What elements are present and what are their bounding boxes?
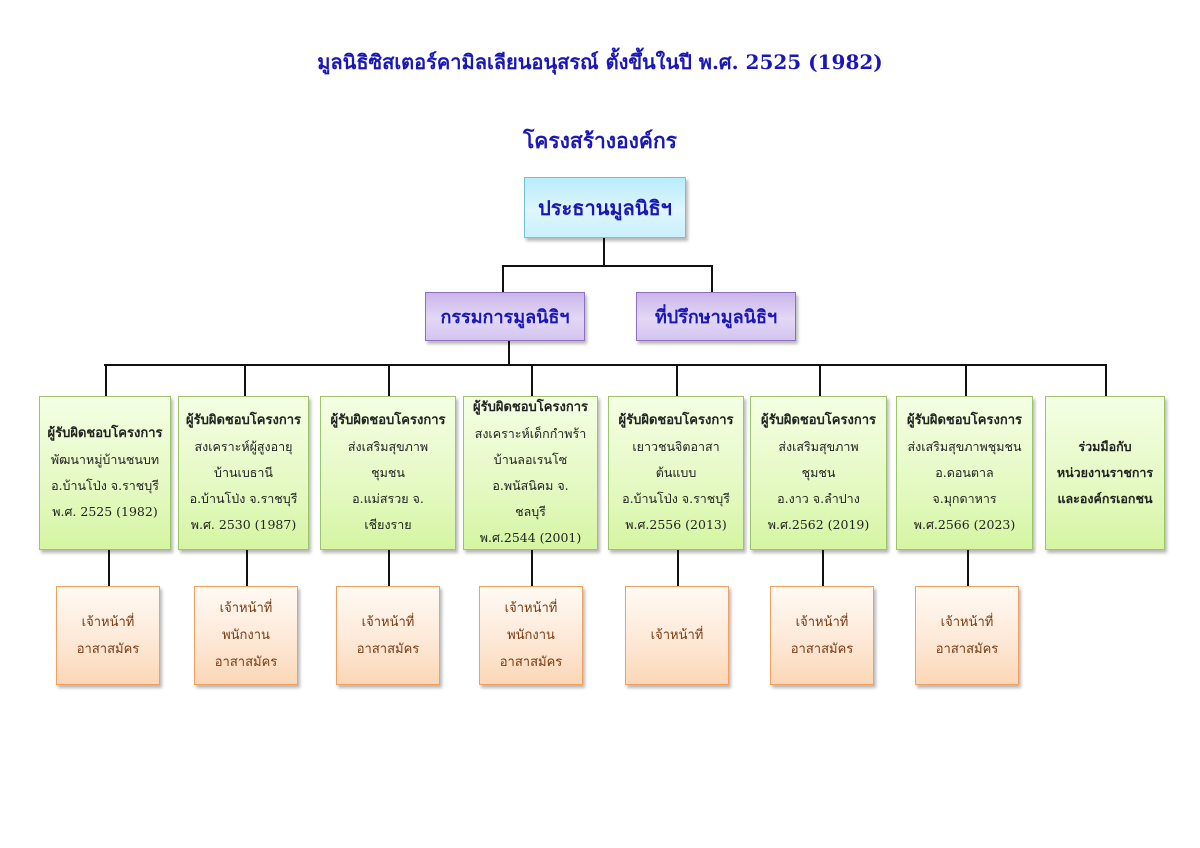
project-line: ต้นแบบ (655, 465, 697, 480)
project-line: และองค์กรเอกชน (1057, 491, 1153, 506)
project-line: ร่วมมือกับ (1078, 439, 1132, 454)
project-line: อ.บ้านโป่ง จ.ราชบุรี (622, 491, 730, 506)
project-line: พ.ศ. 2525 (1982) (52, 504, 158, 519)
staff-line: อาสาสมัคร (499, 655, 563, 670)
connector-staff (967, 550, 969, 586)
project-line: อ.แม่สรวย จ. (352, 491, 424, 506)
staff-box: เจ้าหน้าที่อาสาสมัคร (56, 586, 160, 685)
project-head: ผู้รับผิดชอบโครงการ (186, 413, 301, 428)
project-box: ผู้รับผิดชอบโครงการเยาวชนจิตอาสาต้นแบบอ.… (608, 396, 744, 550)
connector-staff (388, 550, 390, 586)
project-line: อ.ดอนตาล (935, 465, 994, 480)
staff-line: เจ้าหน้าที่ (650, 628, 704, 643)
project-line: ส่งเสริมสุขภาพ (778, 439, 859, 454)
project-box: ผู้รับผิดชอบโครงการส่งเสริมสุขภาพชุมชนอ.… (750, 396, 887, 550)
connector-staff (677, 550, 679, 586)
project-box: ผู้รับผิดชอบโครงการสงเคราะห์ผู้สูงอายุบ้… (178, 396, 309, 550)
connector-project-up (531, 364, 533, 396)
staff-box: เจ้าหน้าที่พนักงานอาสาสมัคร (479, 586, 583, 685)
project-line: บ้านลอเรนโซ (493, 452, 568, 467)
project-line: ส่งเสริมสุขภาพ (347, 439, 429, 454)
connector-staff (822, 550, 824, 586)
project-line: เชียงราย (364, 517, 412, 532)
project-line: พัฒนาหมู่บ้านชนบท (50, 452, 160, 467)
project-line: เยาวชนจิตอาสา (632, 439, 720, 454)
project-line: อ.บ้านโป่ง จ.ราชบุรี (189, 491, 298, 506)
staff-line: พนักงาน (222, 628, 270, 643)
staff-line: อาสาสมัคร (790, 641, 854, 657)
connector-top-horizontal (502, 265, 713, 267)
board-label: กรรมการมูลนิธิฯ (440, 307, 570, 328)
staff-line: พนักงาน (507, 628, 555, 643)
connector-project-up (388, 364, 390, 396)
project-head: ผู้รับผิดชอบโครงการ (761, 413, 876, 428)
project-line: พ.ศ.2544 (2001) (479, 530, 582, 545)
project-line: สงเคราะห์ผู้สูงอายุ (194, 439, 293, 454)
project-line: ชลบุรี (515, 504, 546, 519)
project-line: อ.บ้านโป่ง จ.ราชบุรี (51, 478, 159, 493)
project-line: สงเคราะห์เด็กกำพร้า (474, 426, 587, 441)
project-box: ผู้รับผิดชอบโครงการสงเคราะห์เด็กกำพร้าบ้… (463, 396, 598, 550)
staff-box: เจ้าหน้าที่อาสาสมัคร (915, 586, 1019, 685)
project-head: ผู้รับผิดชอบโครงการ (47, 426, 163, 441)
project-head: ผู้รับผิดชอบโครงการ (473, 400, 588, 415)
project-head: ผู้รับผิดชอบโครงการ (618, 413, 734, 428)
project-line: พ.ศ. 2530 (1987) (190, 517, 297, 532)
connector-project-up (1105, 364, 1107, 396)
advisor-box: ที่ปรึกษามูลนิธิฯ (636, 292, 796, 341)
project-box: ผู้รับผิดชอบโครงการส่งเสริมสุขภาพชุมชนอ.… (320, 396, 456, 550)
connector-board-up (502, 265, 504, 293)
advisor-label: ที่ปรึกษามูลนิธิฯ (654, 307, 778, 328)
project-line: พ.ศ.2556 (2013) (625, 517, 727, 532)
connector-project-up (105, 364, 107, 396)
project-line: จ.มุกดาหาร (932, 491, 997, 506)
connector-project-up (819, 364, 821, 396)
staff-line: อาสาสมัคร (76, 641, 140, 657)
staff-line: เจ้าหน้าที่ (795, 614, 849, 630)
page-title: มูลนิธิซิสเตอร์คามิลเลียนอนุสรณ์ ตั้งขึ้… (317, 50, 883, 74)
staff-line: เจ้าหน้าที่ (361, 614, 415, 630)
project-head: ผู้รับผิดชอบโครงการ (907, 413, 1022, 428)
chair-label: ประธานมูลนิธิฯ (538, 195, 672, 220)
connector-staff (108, 550, 110, 586)
staff-box: เจ้าหน้าที่พนักงานอาสาสมัคร (194, 586, 298, 685)
project-line: พ.ศ.2562 (2019) (767, 517, 870, 532)
staff-line: อาสาสมัคร (214, 655, 278, 670)
connector-project-up (244, 364, 246, 396)
connector-project-up (965, 364, 967, 396)
connector-advisor-up (711, 265, 713, 293)
project-line: ชุมชน (801, 465, 836, 480)
board-box: กรรมการมูลนิธิฯ (425, 292, 585, 341)
staff-line: อาสาสมัคร (356, 641, 420, 657)
project-line: หน่วยงานราชการ (1056, 465, 1154, 480)
connector-board-down (508, 341, 510, 365)
project-head: ผู้รับผิดชอบโครงการ (330, 413, 446, 428)
staff-box: เจ้าหน้าที่อาสาสมัคร (770, 586, 874, 685)
project-line: อ.พนัสนิคม จ. (492, 478, 569, 493)
project-line: บ้านเบธานี (214, 465, 273, 480)
staff-line: อาสาสมัคร (935, 641, 999, 657)
project-line: ชุมชน (371, 465, 405, 480)
connector-projects-horizontal (104, 364, 1106, 366)
staff-box: เจ้าหน้าที่อาสาสมัคร (336, 586, 440, 685)
project-box: ผู้รับผิดชอบโครงการพัฒนาหมู่บ้านชนบทอ.บ้… (39, 396, 171, 550)
page-subtitle: โครงสร้างองค์กร (523, 128, 677, 153)
project-box: ผู้รับผิดชอบโครงการส่งเสริมสุขภาพชุมชนอ.… (896, 396, 1033, 550)
connector-project-up (676, 364, 678, 396)
connector-staff (246, 550, 248, 586)
staff-line: เจ้าหน้าที่ (219, 601, 273, 616)
staff-line: เจ้าหน้าที่ (504, 601, 558, 616)
staff-box: เจ้าหน้าที่ (625, 586, 729, 685)
connector-chair-down (603, 238, 605, 266)
chair-box: ประธานมูลนิธิฯ (524, 177, 686, 238)
project-line: อ.งาว จ.ลำปาง (777, 491, 860, 506)
project-box: ร่วมมือกับหน่วยงานราชการและองค์กรเอกชน (1045, 396, 1165, 550)
project-line: พ.ศ.2566 (2023) (913, 517, 1016, 532)
staff-line: เจ้าหน้าที่ (81, 614, 135, 630)
project-line: ส่งเสริมสุขภาพชุมชน (907, 439, 1022, 454)
staff-line: เจ้าหน้าที่ (940, 614, 994, 630)
connector-staff (531, 550, 533, 586)
